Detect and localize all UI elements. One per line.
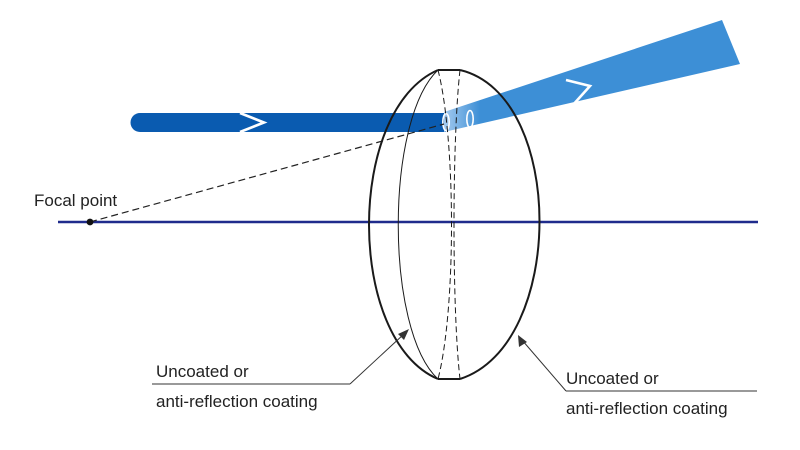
arrowhead-icon	[518, 335, 527, 347]
lens	[368, 69, 541, 380]
coating-left-line1: Uncoated or	[156, 362, 249, 381]
incident-beam	[130, 113, 446, 132]
beam-exit-spot	[465, 109, 474, 129]
lens-left-rim	[368, 69, 439, 380]
coating-left-leader	[349, 333, 405, 385]
coating-right-leader	[521, 339, 567, 392]
coating-right-line1: Uncoated or	[566, 369, 659, 388]
transmitted-beam	[444, 20, 740, 132]
coating-callout-right: Uncoated or anti-reflection coating	[518, 335, 757, 418]
chevron-right-icon	[565, 78, 593, 107]
lens-back-surface	[453, 69, 461, 380]
focal-point-marker-icon	[86, 218, 94, 226]
chevron-right-icon	[239, 111, 268, 134]
focal-point-label: Focal point	[34, 191, 117, 210]
coating-callout-left: Uncoated or anti-reflection coating	[152, 329, 409, 411]
coating-right-line2: anti-reflection coating	[566, 399, 728, 418]
lens-inner-rim	[397, 69, 439, 380]
lens-front-surface	[437, 69, 452, 380]
beam-entry-spot	[441, 112, 450, 132]
coating-left-line2: anti-reflection coating	[156, 392, 318, 411]
lens-right-rim	[459, 69, 541, 380]
arrowhead-icon	[398, 329, 409, 340]
virtual-ray	[89, 123, 445, 223]
